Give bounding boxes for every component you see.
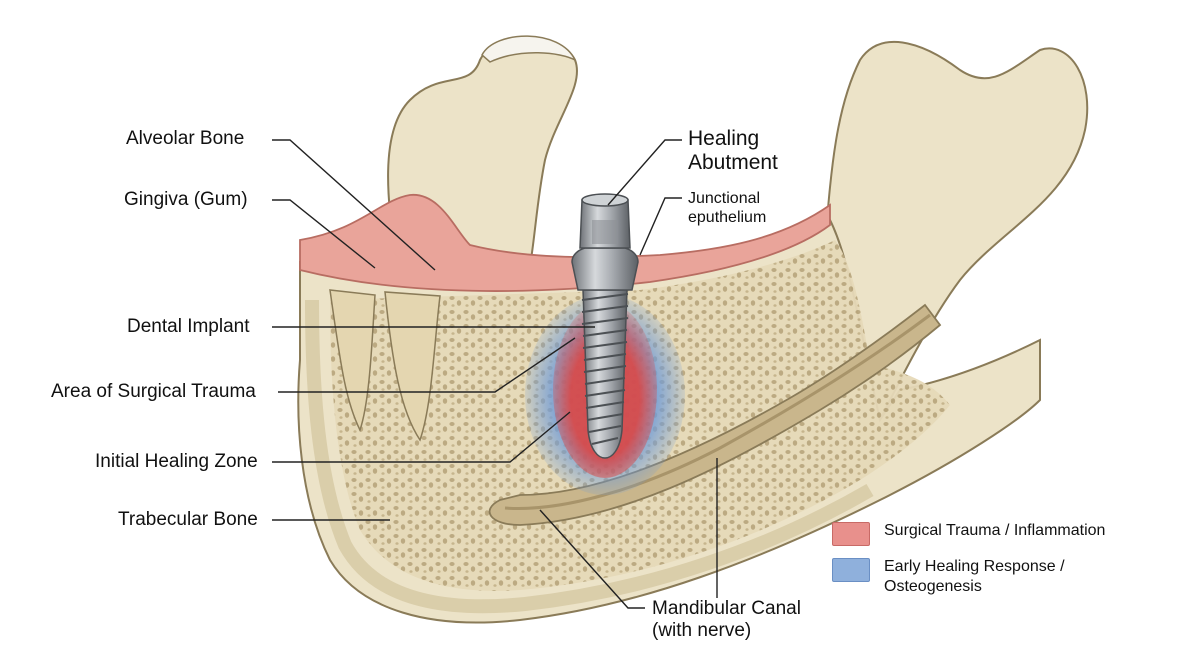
label-mandibular-canal: Mandibular Canal (with nerve) [652,598,801,642]
healing-abutment [571,193,639,291]
label-healing-abutment: Healing Abutment [688,127,778,175]
leader-alveolar [272,139,436,271]
label-mandibular-canal-line1: Mandibular Canal [652,598,801,619]
legend-label-healing-line1: Early Healing Response / [884,558,1065,575]
label-gingiva: Gingiva (Gum) [124,189,248,210]
legend-swatch-healing [832,558,870,582]
label-junctional-line2: eputhelium [688,209,767,226]
leader-healing [272,411,571,463]
mandible-ramus [818,40,1089,423]
tooth-root-2 [384,291,441,442]
cortical-rim [305,299,874,614]
leader-trauma [278,337,576,393]
label-trabecular-bone: Trabecular Bone [118,509,258,530]
tooth-root-1 [329,289,376,432]
legend-item-healing: Early Healing Response / Osteogenesis [832,557,1065,597]
label-healing-abutment-line2: Abutment [688,151,778,174]
label-dental-implant: Dental Implant [127,316,250,337]
leader-canal-a [539,509,645,609]
label-junctional-line1: Junctional [688,190,761,207]
leader-abutment [607,139,682,206]
legend-label-healing-line2: Osteogenesis [884,578,982,595]
label-mandibular-canal-line2: (with nerve) [652,620,752,641]
label-alveolar-bone: Alveolar Bone [126,128,245,149]
legend-label-healing: Early Healing Response / Osteogenesis [884,557,1065,597]
dental-implant [581,289,629,459]
label-surgical-trauma: Area of Surgical Trauma [51,381,256,402]
legend-swatch-trauma [832,522,870,546]
leader-gingiva [272,199,376,269]
tooth-top [481,35,577,63]
legend-item-trauma: Surgical Trauma / Inflammation [832,521,1105,546]
label-junctional-epithelium: Junctional eputhelium [688,189,766,227]
label-initial-healing: Initial Healing Zone [95,451,258,472]
leader-junctional [639,197,682,256]
legend-label-trauma: Surgical Trauma / Inflammation [884,522,1106,539]
label-healing-abutment-line1: Healing [688,127,760,150]
